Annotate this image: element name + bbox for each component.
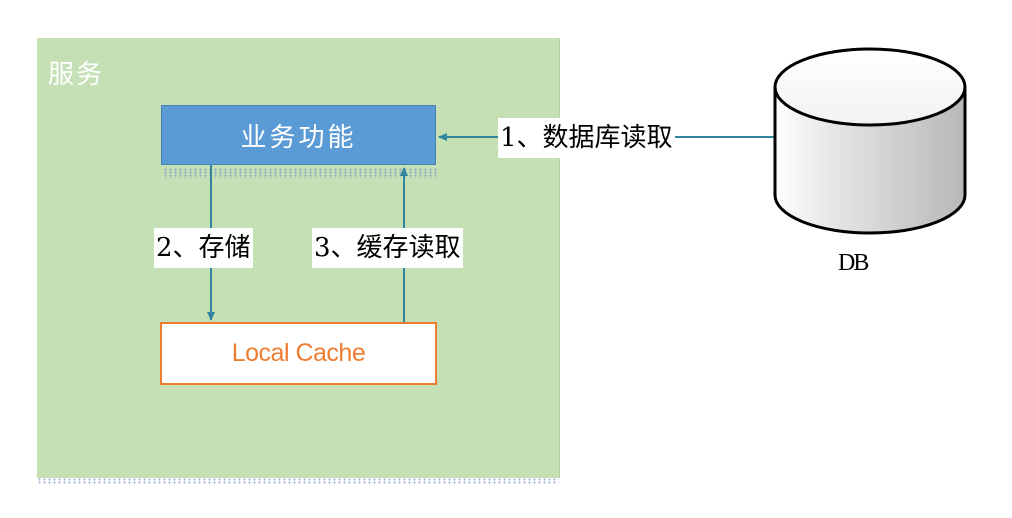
local-cache-box: Local Cache bbox=[160, 322, 437, 385]
db-label: DB bbox=[838, 250, 869, 276]
db-read-label: 1、数据库读取 bbox=[498, 118, 675, 158]
cache-read-label: 3、缓存读取 bbox=[312, 228, 463, 268]
business-function-box: 业务功能 bbox=[161, 105, 436, 165]
db-cylinder-icon bbox=[773, 47, 967, 235]
store-label: 2、存储 bbox=[154, 228, 253, 268]
service-title: 服务 bbox=[48, 60, 105, 90]
business-box-shadow bbox=[163, 168, 438, 178]
